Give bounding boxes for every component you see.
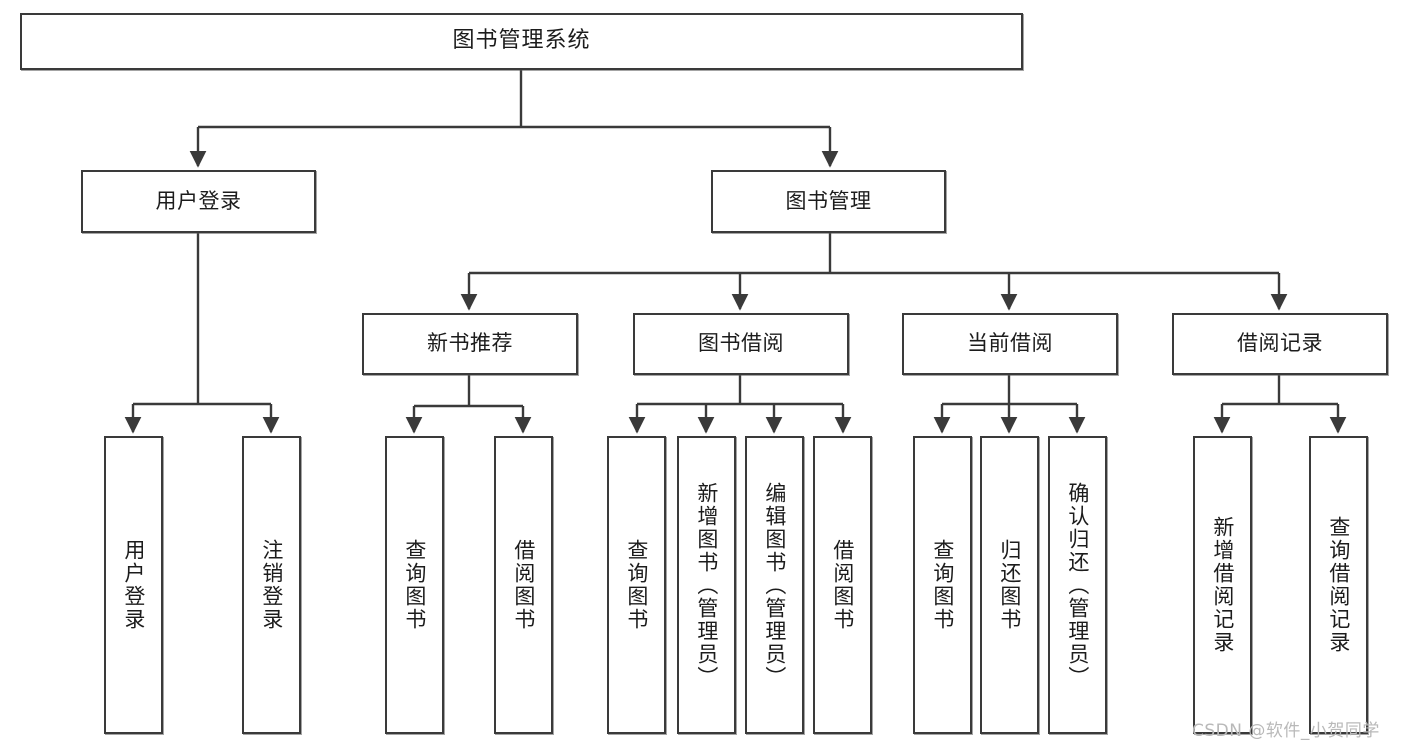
node-leaf-confirm-return-label: 确认归还（管理员） [1065, 481, 1090, 689]
node-current-borrow-label: 当前借阅 [967, 331, 1053, 356]
node-borrow-record[interactable]: 借阅记录 [1172, 313, 1388, 375]
node-new-book-recommend[interactable]: 新书推荐 [362, 313, 578, 375]
node-leaf-borrow-book-2-label: 借阅图书 [830, 539, 855, 631]
node-current-borrow[interactable]: 当前借阅 [902, 313, 1118, 375]
node-book-management[interactable]: 图书管理 [711, 170, 946, 233]
node-leaf-query-book-3-label: 查询图书 [930, 539, 955, 631]
node-leaf-edit-book-label: 编辑图书（管理员） [762, 481, 787, 689]
node-leaf-borrow-book-1-label: 借阅图书 [511, 539, 536, 631]
node-leaf-query-record-label: 查询借阅记录 [1326, 516, 1351, 654]
node-leaf-add-book[interactable]: 新增图书（管理员） [677, 436, 736, 734]
node-leaf-add-record[interactable]: 新增借阅记录 [1193, 436, 1252, 734]
node-leaf-query-book-1-label: 查询图书 [402, 539, 427, 631]
node-leaf-add-book-label: 新增图书（管理员） [694, 481, 719, 689]
node-root[interactable]: 图书管理系统 [20, 13, 1023, 70]
node-user-login[interactable]: 用户登录 [81, 170, 316, 233]
node-root-label: 图书管理系统 [452, 28, 591, 54]
node-leaf-user-login-label: 用户登录 [121, 539, 146, 631]
node-leaf-return-book[interactable]: 归还图书 [980, 436, 1039, 734]
node-leaf-return-book-label: 归还图书 [997, 539, 1022, 631]
node-leaf-logout-login-label: 注销登录 [259, 539, 284, 631]
node-leaf-edit-book[interactable]: 编辑图书（管理员） [745, 436, 804, 734]
node-leaf-query-book-2-label: 查询图书 [624, 539, 649, 631]
node-leaf-add-record-label: 新增借阅记录 [1210, 516, 1235, 654]
node-leaf-query-book-3[interactable]: 查询图书 [913, 436, 972, 734]
node-user-login-label: 用户登录 [155, 188, 242, 213]
node-leaf-query-record[interactable]: 查询借阅记录 [1309, 436, 1368, 734]
watermark-text: CSDN @软件_小贺同学 [1192, 721, 1380, 741]
node-leaf-query-book-1[interactable]: 查询图书 [385, 436, 444, 734]
node-borrow-record-label: 借阅记录 [1237, 331, 1323, 356]
node-leaf-user-login[interactable]: 用户登录 [104, 436, 163, 734]
node-book-borrow-label: 图书借阅 [698, 331, 784, 356]
node-leaf-confirm-return[interactable]: 确认归还（管理员） [1048, 436, 1107, 734]
node-new-book-recommend-label: 新书推荐 [427, 331, 513, 356]
node-book-borrow[interactable]: 图书借阅 [633, 313, 849, 375]
node-book-management-label: 图书管理 [785, 188, 872, 213]
node-leaf-query-book-2[interactable]: 查询图书 [607, 436, 666, 734]
node-leaf-borrow-book-1[interactable]: 借阅图书 [494, 436, 553, 734]
node-leaf-borrow-book-2[interactable]: 借阅图书 [813, 436, 872, 734]
node-leaf-logout-login[interactable]: 注销登录 [242, 436, 301, 734]
